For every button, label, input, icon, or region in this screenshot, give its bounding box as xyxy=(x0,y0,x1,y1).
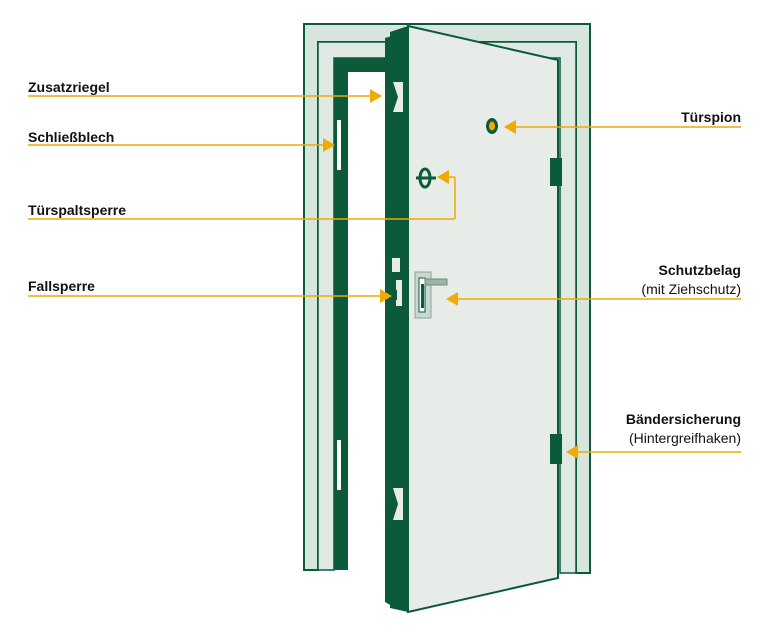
label-schliessblech: Schließblech xyxy=(28,129,115,145)
label-baendersicherung-sub: (Hintergreifhaken) xyxy=(628,430,741,446)
latch xyxy=(392,258,402,306)
peephole-icon xyxy=(486,118,498,134)
pointer-lines xyxy=(28,89,741,459)
door-frame xyxy=(303,23,591,574)
extra-bolt-upper xyxy=(393,82,403,112)
extra-bolt-lower xyxy=(393,488,403,520)
label-tuerspion: Türspion xyxy=(681,109,741,125)
label-tuerspaltsperre: Türspaltsperre xyxy=(28,202,127,218)
strike-plate-upper xyxy=(337,120,341,170)
strike-plate-lower xyxy=(337,440,341,490)
security-fitting xyxy=(414,271,448,319)
label-zusatzriegel: Zusatzriegel xyxy=(28,79,110,95)
hinge-lower xyxy=(550,434,562,464)
label-fallsperre: Fallsperre xyxy=(28,278,95,294)
door-leaf xyxy=(385,24,559,614)
label-schutzbelag: Schutzbelag xyxy=(658,262,741,278)
label-baendersicherung: Bändersicherung xyxy=(625,411,741,427)
door-rebate xyxy=(334,58,390,570)
hinge-upper xyxy=(550,158,562,186)
label-schutzbelag-sub: (mit Ziehschutz) xyxy=(641,281,741,297)
door-gap-lock-icon xyxy=(416,167,436,189)
